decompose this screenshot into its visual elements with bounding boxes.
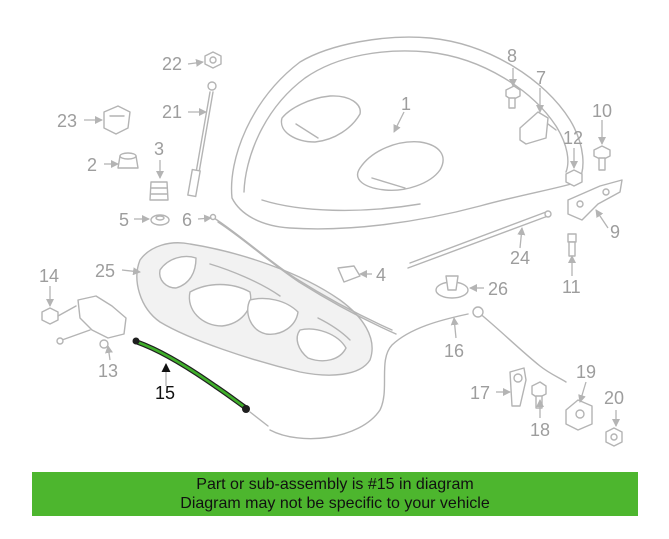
callout-23: 23 <box>57 111 77 131</box>
clip-4 <box>337 265 361 283</box>
banner-line-1: Part or sub-assembly is #15 in diagram <box>196 476 474 493</box>
grommet-5 <box>150 214 170 226</box>
bumper-stop-3 <box>149 181 169 201</box>
callout-20: 20 <box>604 388 624 408</box>
nut-12 <box>565 169 583 187</box>
info-banner: Part or sub-assembly is #15 in diagram D… <box>32 472 638 516</box>
callout-13: 13 <box>98 361 118 381</box>
grommet-26 <box>435 275 469 299</box>
callout-12: 12 <box>563 128 583 148</box>
hinge-9 <box>567 179 623 221</box>
hinge-13 <box>56 295 127 349</box>
callout-8: 8 <box>507 46 517 66</box>
leader-lines <box>46 58 620 427</box>
callout-6: 6 <box>182 210 192 230</box>
hood-panel <box>230 36 584 230</box>
callout-25: 25 <box>95 261 115 281</box>
banner-line-2: Diagram may not be specific to your vehi… <box>180 495 490 512</box>
callout-21: 21 <box>162 102 182 122</box>
callout-24: 24 <box>510 248 530 268</box>
bracket-23 <box>103 105 131 135</box>
callout-16: 16 <box>444 341 464 361</box>
bolt-10 <box>593 145 611 171</box>
prop-rod-24 <box>407 210 552 269</box>
handle-17 <box>509 367 527 407</box>
bumper-2 <box>117 152 139 169</box>
callout-2: 2 <box>87 155 97 175</box>
callout-11: 11 <box>562 277 581 297</box>
hood-strut <box>187 81 217 198</box>
callout-14: 14 <box>39 266 59 286</box>
callout-4: 4 <box>376 265 386 285</box>
callout-labels: 1 2 3 4 5 6 7 8 9 10 11 12 13 14 15 16 1… <box>39 46 624 440</box>
nut-22 <box>204 51 222 69</box>
hood-insulator <box>136 242 373 376</box>
hood-release-cable-15 <box>132 337 269 427</box>
release-cable-16 <box>269 306 567 440</box>
latch-19 <box>565 399 593 431</box>
callout-1: 1 <box>401 94 411 114</box>
callout-17: 17 <box>470 383 490 403</box>
callout-19: 19 <box>576 362 596 382</box>
bolt-18 <box>531 381 547 409</box>
bolt-11 <box>567 233 577 257</box>
callout-9: 9 <box>610 222 620 242</box>
bolt-14 <box>41 305 77 325</box>
callout-7: 7 <box>536 68 546 88</box>
callout-18: 18 <box>530 420 550 440</box>
nut-20 <box>605 427 623 447</box>
callout-10: 10 <box>592 101 612 121</box>
callout-15: 15 <box>155 383 175 403</box>
callout-3: 3 <box>154 139 164 159</box>
callout-22: 22 <box>162 54 182 74</box>
callout-26: 26 <box>488 279 508 299</box>
callout-5: 5 <box>119 210 129 230</box>
